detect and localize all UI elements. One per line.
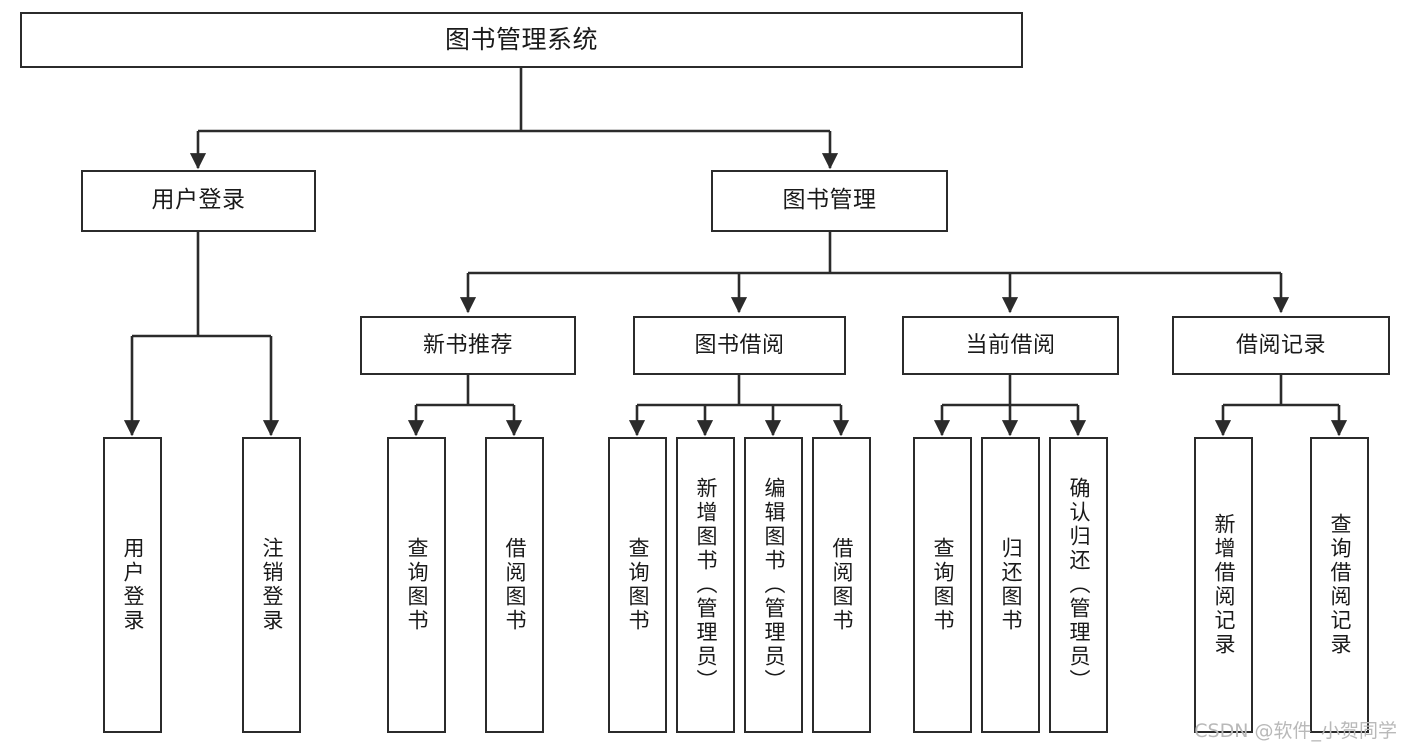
node-label: 查询借阅记录: [1328, 513, 1352, 657]
node-leaf-add-borrow-record[interactable]: 新增借阅记录: [1194, 437, 1253, 733]
node-leaf-query-borrow-record[interactable]: 查询借阅记录: [1310, 437, 1369, 733]
node-leaf-login[interactable]: 用户登录: [103, 437, 162, 733]
node-label: 借阅图书: [830, 537, 854, 633]
node-leaf-borrow-book-1[interactable]: 借阅图书: [485, 437, 544, 733]
node-leaf-borrow-book-2[interactable]: 借阅图书: [812, 437, 871, 733]
node-label: 图书管理: [782, 187, 877, 214]
node-leaf-add-book[interactable]: 新增图书（管理员）: [676, 437, 735, 733]
node-current-borrow[interactable]: 当前借阅: [902, 316, 1119, 375]
node-new-book-recommend[interactable]: 新书推荐: [360, 316, 576, 375]
node-root-system[interactable]: 图书管理系统: [20, 12, 1023, 68]
node-leaf-edit-book[interactable]: 编辑图书（管理员）: [744, 437, 803, 733]
node-label: 新增图书（管理员）: [694, 477, 718, 693]
node-leaf-query-book-3[interactable]: 查询图书: [913, 437, 972, 733]
node-label: 图书管理系统: [444, 25, 598, 55]
node-label: 借阅记录: [1235, 332, 1326, 358]
node-label: 注销登录: [260, 537, 284, 633]
node-label: 查询图书: [405, 537, 429, 633]
node-label: 新增借阅记录: [1212, 513, 1236, 657]
node-borrow-record[interactable]: 借阅记录: [1172, 316, 1390, 375]
node-label: 借阅图书: [503, 537, 527, 633]
node-label: 确认归还（管理员）: [1067, 477, 1091, 693]
node-label: 图书借阅: [694, 332, 785, 358]
node-leaf-confirm-return[interactable]: 确认归还（管理员）: [1049, 437, 1108, 733]
node-label: 用户登录: [121, 537, 145, 633]
node-label: 查询图书: [626, 537, 650, 633]
node-leaf-logout[interactable]: 注销登录: [242, 437, 301, 733]
node-leaf-query-book-1[interactable]: 查询图书: [387, 437, 446, 733]
node-label: 用户登录: [151, 187, 246, 214]
node-user-login[interactable]: 用户登录: [81, 170, 316, 232]
node-book-manage[interactable]: 图书管理: [711, 170, 948, 232]
node-book-borrow[interactable]: 图书借阅: [633, 316, 846, 375]
node-label: 归还图书: [999, 537, 1023, 633]
node-leaf-query-book-2[interactable]: 查询图书: [608, 437, 667, 733]
node-label: 当前借阅: [965, 332, 1056, 358]
node-label: 新书推荐: [422, 332, 513, 358]
node-label: 查询图书: [931, 537, 955, 633]
node-leaf-return-book[interactable]: 归还图书: [981, 437, 1040, 733]
node-label: 编辑图书（管理员）: [762, 477, 786, 693]
